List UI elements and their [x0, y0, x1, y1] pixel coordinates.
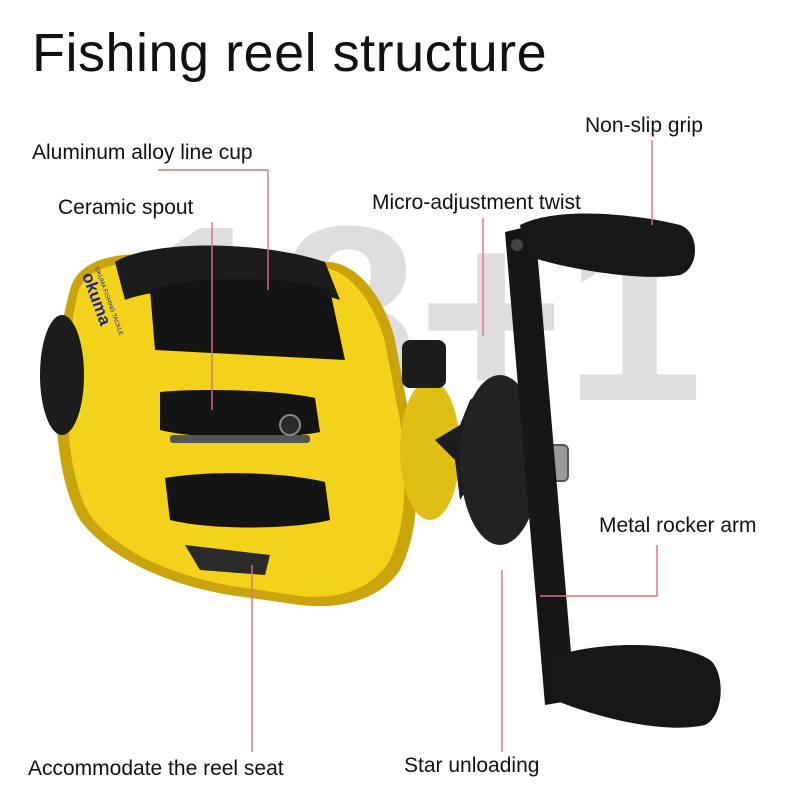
micro-adjust-knob: [402, 340, 446, 388]
reel-seat-foot: [185, 545, 270, 575]
drag-hub: [460, 375, 540, 545]
spool-shaft: [170, 435, 310, 443]
label-rocker-arm: Metal rocker arm: [599, 514, 757, 537]
line-cup-opening: [150, 278, 345, 360]
page-title: Fishing reel structure: [32, 23, 548, 83]
leader-lines: [158, 140, 658, 752]
label-micro-adjust: Micro-adjustment twist: [372, 191, 581, 214]
gear-housing: [400, 380, 460, 520]
grip-knob-bottom: [545, 645, 721, 728]
rocker-arm-bar: [505, 225, 575, 705]
cast-control-knob: [279, 414, 301, 436]
label-reel-seat: Accommodate the reel seat: [28, 757, 284, 780]
spool-window-lower: [165, 473, 330, 528]
leader-line-cup: [158, 169, 269, 290]
drag-assembly: [402, 340, 569, 545]
reel-body: okuma OKUMA FISHING TACKLE: [40, 245, 460, 607]
label-star-unloading: Star unloading: [404, 754, 540, 777]
grip-knob-top: [520, 213, 695, 277]
side-plate: [40, 315, 84, 435]
leader-rocker-arm: [540, 545, 658, 597]
label-line-cup: Aluminum alloy line cup: [32, 141, 253, 164]
label-ceramic-spout: Ceramic spout: [58, 196, 194, 219]
label-grip: Non-slip grip: [585, 114, 703, 137]
arm-rivet-top: [511, 239, 523, 251]
